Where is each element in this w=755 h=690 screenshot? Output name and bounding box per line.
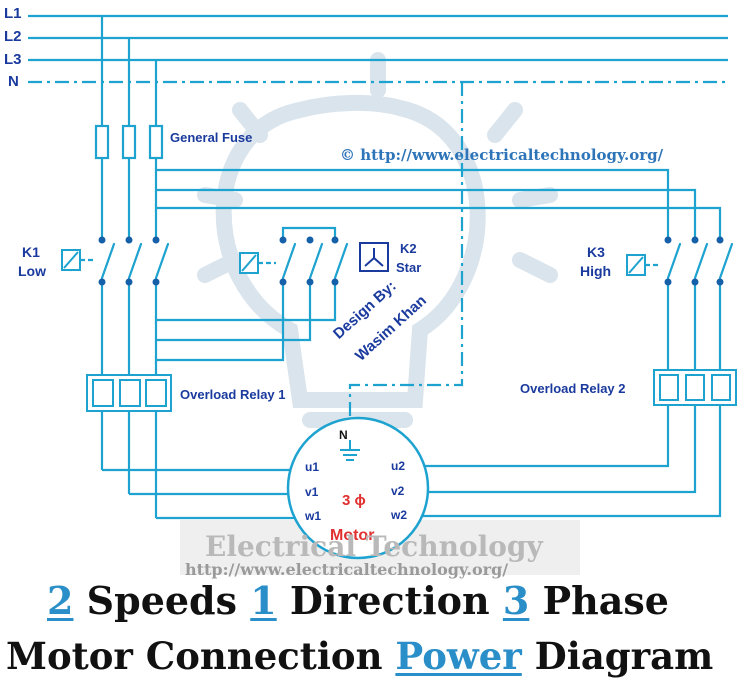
title-line2: Motor Connection Power Diagram (6, 634, 714, 678)
k3-name: K3 (587, 244, 605, 260)
motor-u2: u2 (391, 459, 406, 473)
motor-neutral-label: N (339, 428, 348, 442)
k3-desc: High (580, 263, 612, 279)
label-l2: L2 (4, 28, 22, 45)
label-n: N (8, 73, 19, 90)
motor-phase-label: 3 ϕ (342, 492, 366, 509)
motor-symbol (286, 416, 430, 560)
k1-name: K1 (22, 244, 40, 260)
label-l1: L1 (4, 5, 22, 22)
motor-v2: v2 (391, 484, 405, 498)
k2-desc: Star (396, 260, 422, 275)
neutral-drop (348, 82, 464, 430)
motor-u1: u1 (305, 460, 320, 474)
motor-v1: v1 (305, 485, 319, 499)
star-symbol-icon (359, 242, 389, 272)
k2-name: K2 (400, 241, 417, 256)
general-fuse-label: General Fuse (170, 130, 253, 145)
label-l3: L3 (4, 51, 22, 68)
overload-relay-1-label: Overload Relay 1 (180, 387, 286, 402)
watermark-url: © http://www.electricaltechnology.org/ (340, 146, 664, 164)
motor-w1: w1 (305, 509, 322, 523)
coils (61, 249, 646, 276)
title-line1: 2 Speeds 1 Direction 3 Phase (47, 578, 669, 623)
k1-desc: Low (18, 263, 46, 279)
motor-label: Motor (330, 527, 375, 544)
contacts (95, 236, 734, 286)
overload-relay-2-label: Overload Relay 2 (520, 381, 626, 396)
watermark-brand: Electrical Technology (205, 530, 543, 563)
motor-w2: w2 (391, 508, 408, 522)
general-fuse (94, 124, 164, 160)
watermark-bottom-url: http://www.electricaltechnology.org/ (185, 560, 509, 579)
overload-relays (86, 369, 737, 412)
